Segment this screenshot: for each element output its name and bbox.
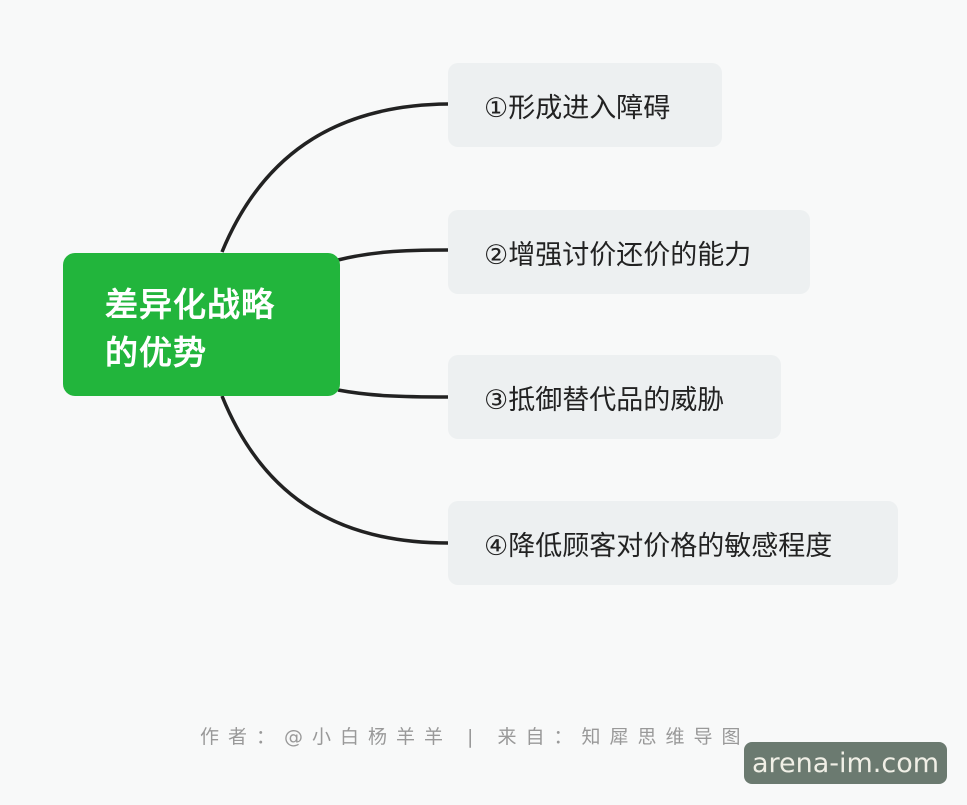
- branch-node-2[interactable]: ②增强讨价还价的能力: [448, 210, 810, 294]
- connector-2: [337, 248, 449, 262]
- root-title-line1: 差异化战略: [105, 285, 275, 324]
- connector-4: [220, 395, 449, 545]
- connector-3: [337, 388, 449, 399]
- branch-label: ④降低顾客对价格的敏感程度: [484, 530, 833, 562]
- watermark: arena-im.com: [744, 742, 947, 784]
- branch-node-3[interactable]: ③抵御替代品的威胁: [448, 355, 781, 439]
- author-credit: 作者：@小白杨羊羊 | 来自：知犀思维导图: [200, 726, 750, 748]
- branch-label: ②增强讨价还价的能力: [484, 239, 752, 271]
- branch-label: ③抵御替代品的威胁: [484, 384, 725, 416]
- branch-label: ①形成进入障碍: [484, 92, 671, 124]
- branch-node-1[interactable]: ①形成进入障碍: [448, 63, 722, 147]
- connector-1: [220, 102, 449, 253]
- branch-node-4[interactable]: ④降低顾客对价格的敏感程度: [448, 501, 898, 585]
- root-title-line2: 的优势: [105, 333, 207, 372]
- root-node[interactable]: 差异化战略 的优势: [63, 253, 340, 396]
